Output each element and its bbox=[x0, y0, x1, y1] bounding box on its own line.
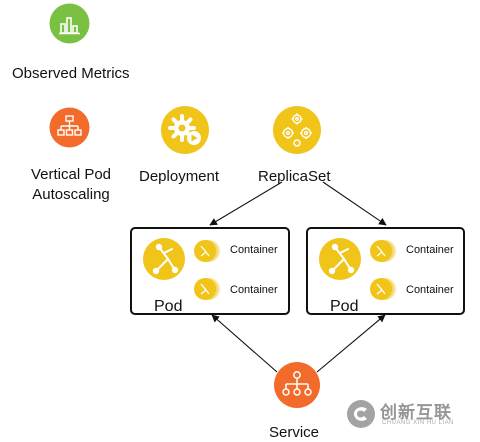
container-icon bbox=[368, 237, 396, 265]
arrow-service-to-pod-right bbox=[316, 314, 386, 373]
watermark-text-en: CHUANG XIN HU LIAN bbox=[382, 420, 455, 426]
container-label: Container bbox=[230, 284, 278, 296]
gears-icon bbox=[273, 106, 321, 154]
container-label: Container bbox=[406, 244, 454, 256]
service-label: Service bbox=[269, 424, 320, 441]
network-icon bbox=[273, 361, 321, 409]
arrow-replicaset-to-pod-right bbox=[322, 181, 387, 226]
bar-chart-icon bbox=[49, 3, 90, 44]
pod-icon bbox=[142, 237, 186, 281]
pod-icon bbox=[318, 237, 362, 281]
hierarchy-icon bbox=[49, 107, 90, 148]
pod-box-left: Pod Container Container bbox=[130, 227, 290, 315]
container-label: Container bbox=[406, 284, 454, 296]
gear-play-icon bbox=[161, 106, 209, 154]
container-icon bbox=[192, 275, 220, 303]
replicaset-label: ReplicaSet bbox=[258, 168, 331, 185]
arrow-replicaset-to-pod-left bbox=[209, 181, 283, 226]
pod-label: Pod bbox=[154, 298, 183, 315]
watermark-logo-icon bbox=[346, 399, 376, 429]
pod-label: Pod bbox=[330, 298, 359, 315]
deployment-label: Deployment bbox=[139, 168, 220, 185]
vpa-label-line1: Vertical Pod bbox=[30, 166, 112, 183]
pod-box-right: Pod Container Container bbox=[306, 227, 465, 315]
container-icon bbox=[192, 237, 220, 265]
observed-metrics-label: Observed Metrics bbox=[12, 65, 130, 82]
arrow-service-to-pod-left bbox=[211, 314, 278, 373]
watermark: 创新互联 CHUANG XIN HU LIAN bbox=[340, 390, 480, 441]
container-icon bbox=[368, 275, 396, 303]
container-label: Container bbox=[230, 244, 278, 256]
watermark-text-cn: 创新互联 bbox=[380, 403, 452, 422]
vpa-label-line2: Autoscaling bbox=[32, 186, 110, 203]
